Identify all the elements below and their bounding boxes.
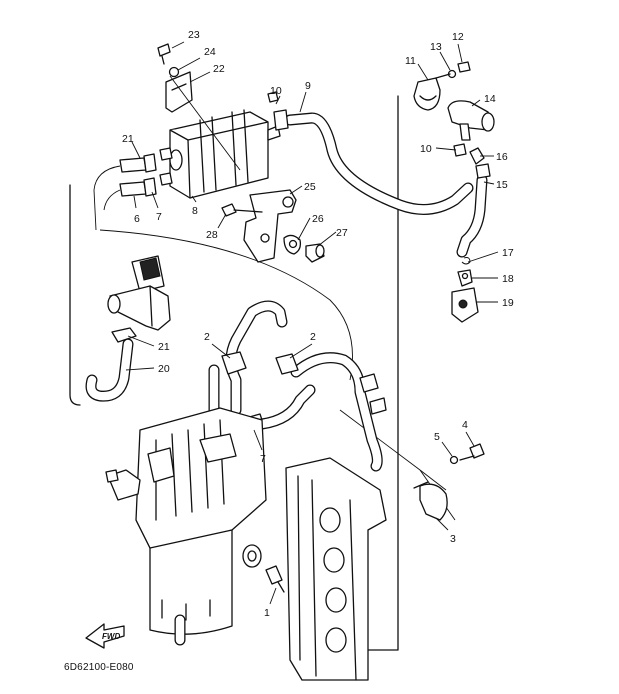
callout-26: 26 <box>312 213 324 225</box>
canister-bracket-part <box>157 43 241 171</box>
clamp-3-part <box>413 443 485 521</box>
sensor-part <box>451 257 479 323</box>
hose-6 <box>93 153 157 231</box>
callout-1: 1 <box>264 607 270 619</box>
diagram-code: 6D62100-E080 <box>64 662 134 673</box>
callout-4: 4 <box>462 419 468 431</box>
callout-6: 6 <box>134 213 140 225</box>
callout-23: 23 <box>188 29 200 41</box>
callout-10: 10 <box>270 85 282 97</box>
callout-18: 18 <box>502 273 514 285</box>
hose-15 <box>453 143 491 258</box>
callout-21b: 21 <box>158 341 170 353</box>
fwd-arrow-icon: FWD <box>85 623 125 649</box>
filter-part <box>413 61 495 141</box>
callout-labels: 23 24 22 10 9 11 13 12 14 10 16 15 21 6 … <box>122 29 514 619</box>
callout-3: 3 <box>450 533 456 545</box>
callout-25: 25 <box>304 181 316 193</box>
hose-20 <box>85 338 134 402</box>
mount-bracket-part <box>221 189 325 263</box>
callout-5: 5 <box>434 431 440 443</box>
callout-22: 22 <box>213 63 225 75</box>
callout-13: 13 <box>430 41 442 53</box>
cylinder-head-part <box>285 457 387 681</box>
callout-10b: 10 <box>420 143 432 155</box>
pump-part <box>107 255 171 343</box>
callout-28: 28 <box>206 229 218 241</box>
callout-21: 21 <box>122 133 134 145</box>
callout-11: 11 <box>405 55 416 67</box>
callout-19: 19 <box>502 297 514 309</box>
hose-9 <box>267 91 474 215</box>
callout-12: 12 <box>452 31 464 43</box>
callout-2a: 2 <box>204 331 210 343</box>
callout-7: 7 <box>156 211 162 223</box>
leader-lines <box>125 41 499 605</box>
bolt-1-part <box>242 544 285 593</box>
callout-17: 17 <box>502 247 514 259</box>
callout-7b: 7 <box>260 453 266 465</box>
separator-part <box>105 407 267 646</box>
callout-8: 8 <box>192 205 198 217</box>
fwd-label: FWD <box>102 632 120 641</box>
callout-20: 20 <box>158 363 170 375</box>
callout-2b: 2 <box>310 331 316 343</box>
hose-2 <box>208 300 387 472</box>
callout-15: 15 <box>496 179 508 191</box>
callout-27: 27 <box>336 227 348 239</box>
callout-16: 16 <box>496 151 508 163</box>
canister-part <box>159 109 281 199</box>
callout-14: 14 <box>484 93 496 105</box>
callout-24: 24 <box>204 46 216 58</box>
callout-9: 9 <box>305 80 311 92</box>
